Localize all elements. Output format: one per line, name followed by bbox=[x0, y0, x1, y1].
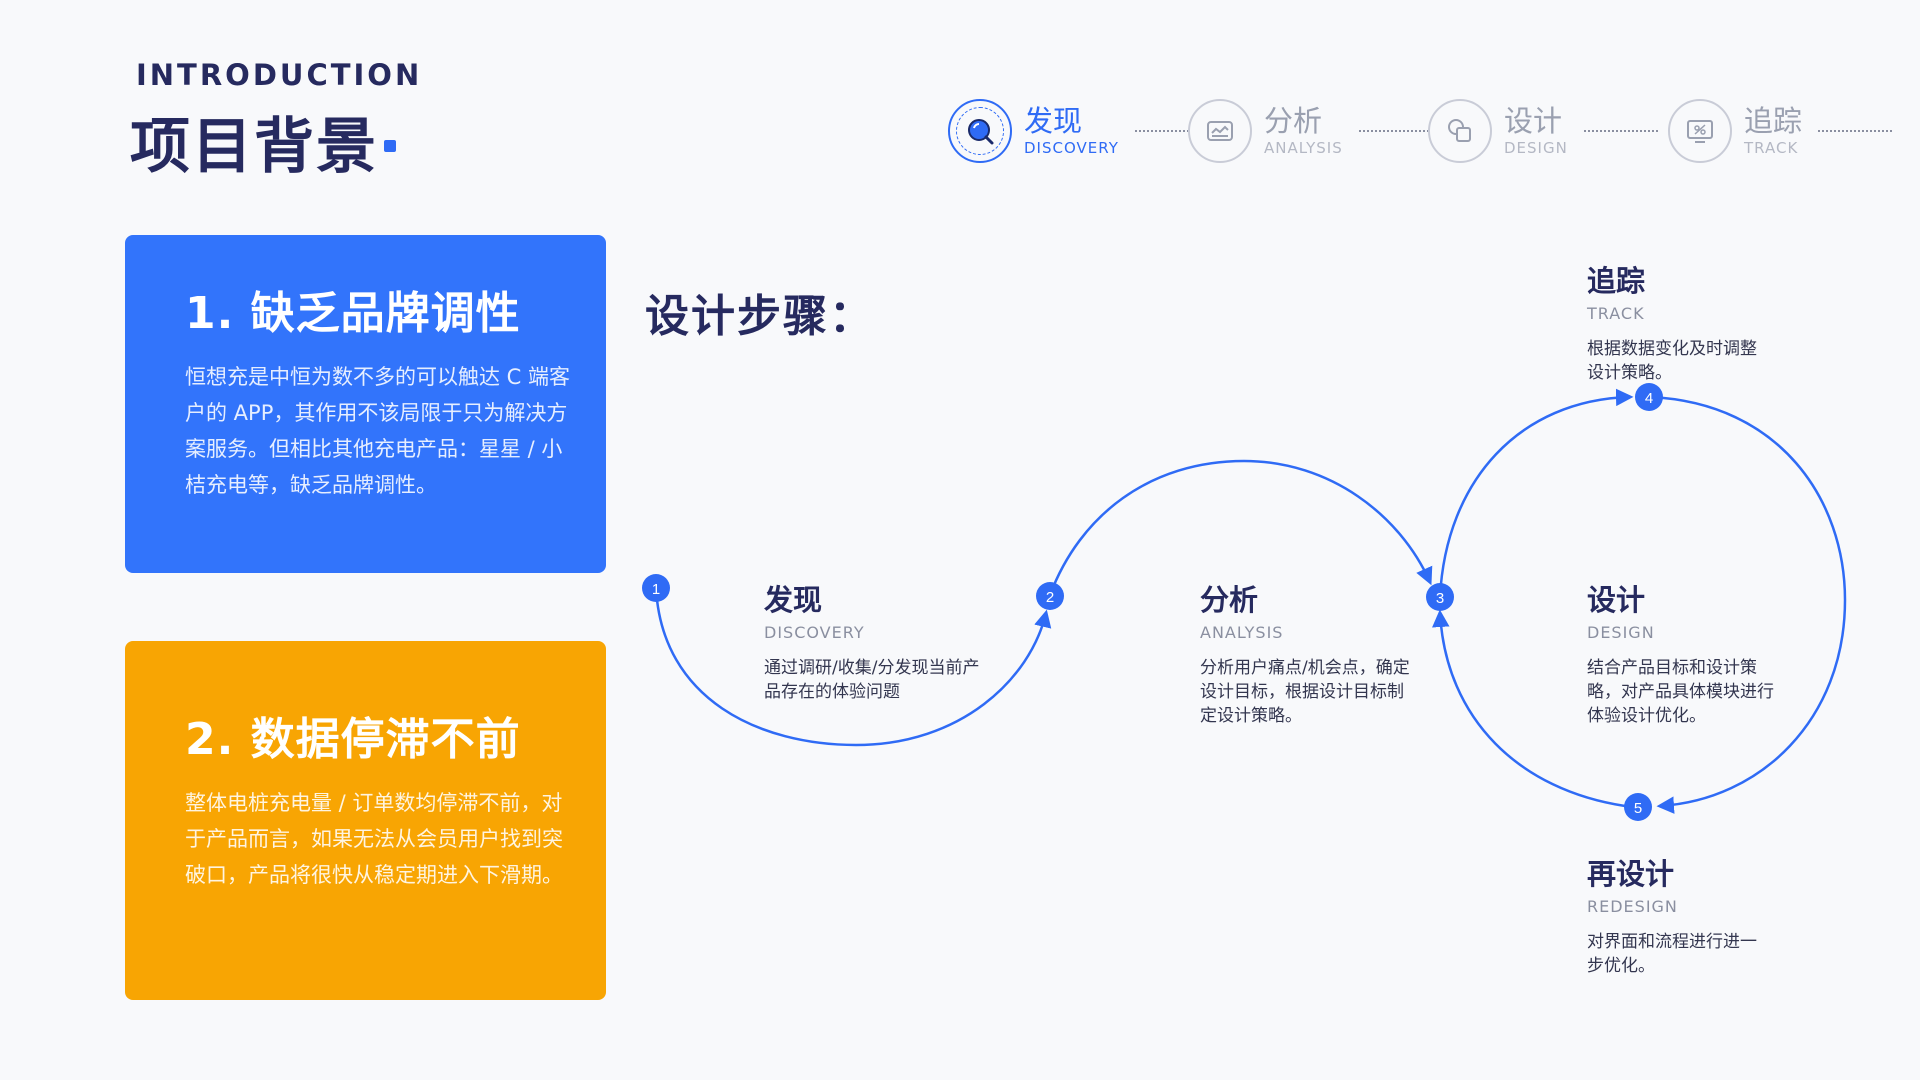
monitor-chart-icon bbox=[1687, 120, 1713, 143]
shapes-icon bbox=[1448, 119, 1471, 142]
label-track: 追踪 TRACK 根据数据变化及时调整设计策略。 bbox=[1587, 258, 1767, 385]
step-label: 设计 bbox=[1504, 104, 1563, 138]
flow-arc-2-3 bbox=[1048, 459, 1433, 596]
label-design: 设计 DESIGN 结合产品目标和设计策略，对产品具体模块进行体验设计优化。 bbox=[1587, 577, 1782, 728]
search-icon bbox=[968, 119, 994, 145]
node-number: 4 bbox=[1645, 390, 1653, 407]
step-label: 发现 bbox=[1024, 104, 1083, 138]
label-desc: 对界面和流程进行进一步优化。 bbox=[1587, 932, 1757, 976]
node-number: 2 bbox=[1046, 589, 1054, 606]
step-sublabel: ANALYSIS bbox=[1264, 139, 1343, 157]
label-redesign: 再设计 REDESIGN 对界面和流程进行进一步优化。 bbox=[1587, 851, 1767, 978]
node-number: 5 bbox=[1634, 800, 1642, 817]
flow-arc-5-3 bbox=[1432, 609, 1626, 808]
step-node-1: 1 bbox=[642, 574, 670, 602]
diagram-title: 设计步骤： bbox=[645, 291, 875, 342]
stepper-step-design[interactable]: 设计 DESIGN bbox=[1428, 99, 1658, 163]
label-desc: 根据数据变化及时调整设计策略。 bbox=[1587, 339, 1757, 383]
step-connector bbox=[1358, 130, 1433, 132]
step-ring bbox=[948, 99, 1012, 163]
title-accent-dot bbox=[384, 140, 396, 152]
label-title: 设计 bbox=[1587, 583, 1646, 617]
card-body: 恒想充是中恒为数不多的可以触达 C 端客户的 APP，其作用不该局限于只为解决方… bbox=[185, 365, 571, 497]
flow-arc-3-4 bbox=[1438, 388, 1634, 598]
label-discovery: 发现 DISCOVERY 通过调研/收集/分发现当前产品存在的体验问题 bbox=[764, 577, 984, 704]
step-connector bbox=[1818, 130, 1893, 132]
step-sublabel: DISCOVERY bbox=[1024, 139, 1119, 157]
card-title: 2. 数据停滞不前 bbox=[185, 714, 521, 765]
label-desc: 结合产品目标和设计策略，对产品具体模块进行体验设计优化。 bbox=[1587, 658, 1774, 726]
card-body: 整体电桩充电量 / 订单数均停滞不前，对于产品而言，如果无法从会员用户找到突破口… bbox=[185, 791, 563, 887]
stepper-step-discovery[interactable]: 发现 DISCOVERY bbox=[948, 99, 1209, 163]
stepper-step-analysis[interactable]: 分析 ANALYSIS bbox=[1188, 99, 1433, 163]
step-label: 追踪 bbox=[1744, 104, 1803, 138]
issue-card-data: 2. 数据停滞不前 整体电桩充电量 / 订单数均停滞不前，对于产品而言，如果无法… bbox=[125, 641, 606, 1000]
intro-heading: INTRODUCTION bbox=[136, 58, 423, 92]
card-title: 1. 缺乏品牌调性 bbox=[185, 288, 521, 339]
node-number: 3 bbox=[1436, 590, 1444, 607]
label-subtitle: DISCOVERY bbox=[764, 623, 865, 642]
step-node-5: 5 bbox=[1624, 793, 1652, 821]
label-title: 分析 bbox=[1200, 583, 1259, 617]
step-ring bbox=[1668, 99, 1732, 163]
label-desc: 分析用户痛点/机会点，确定设计目标，根据设计目标制定设计策略。 bbox=[1200, 658, 1410, 726]
label-desc: 通过调研/收集/分发现当前产品存在的体验问题 bbox=[764, 658, 980, 702]
node-number: 1 bbox=[652, 581, 660, 598]
step-label: 分析 bbox=[1264, 104, 1323, 138]
issue-card-brand: 1. 缺乏品牌调性 恒想充是中恒为数不多的可以触达 C 端客户的 APP，其作用… bbox=[125, 235, 606, 573]
step-sublabel: DESIGN bbox=[1504, 139, 1568, 157]
step-connector bbox=[1134, 130, 1209, 132]
step-ring bbox=[1428, 99, 1492, 163]
step-node-2: 2 bbox=[1036, 582, 1064, 610]
label-subtitle: ANALYSIS bbox=[1200, 623, 1284, 642]
flow-arc-1-2 bbox=[654, 587, 1052, 747]
page-title: 项目背景 bbox=[130, 112, 378, 182]
label-title: 再设计 bbox=[1587, 857, 1675, 891]
step-sublabel: TRACK bbox=[1744, 139, 1799, 157]
label-analysis: 分析 ANALYSIS 分析用户痛点/机会点，确定设计目标，根据设计目标制定设计… bbox=[1200, 577, 1410, 728]
step-node-4: 4 bbox=[1635, 383, 1663, 411]
step-ring bbox=[1188, 99, 1252, 163]
label-subtitle: DESIGN bbox=[1587, 623, 1655, 642]
label-subtitle: REDESIGN bbox=[1587, 897, 1678, 916]
step-connector bbox=[1583, 130, 1658, 132]
label-title: 发现 bbox=[764, 583, 823, 617]
label-title: 追踪 bbox=[1587, 264, 1646, 298]
step-node-3: 3 bbox=[1426, 583, 1454, 611]
chart-card-icon bbox=[1207, 121, 1233, 141]
stepper-step-track[interactable]: 追踪 TRACK bbox=[1668, 99, 1893, 163]
flow-arc-4-5 bbox=[1649, 395, 1847, 814]
label-subtitle: TRACK bbox=[1587, 304, 1645, 323]
